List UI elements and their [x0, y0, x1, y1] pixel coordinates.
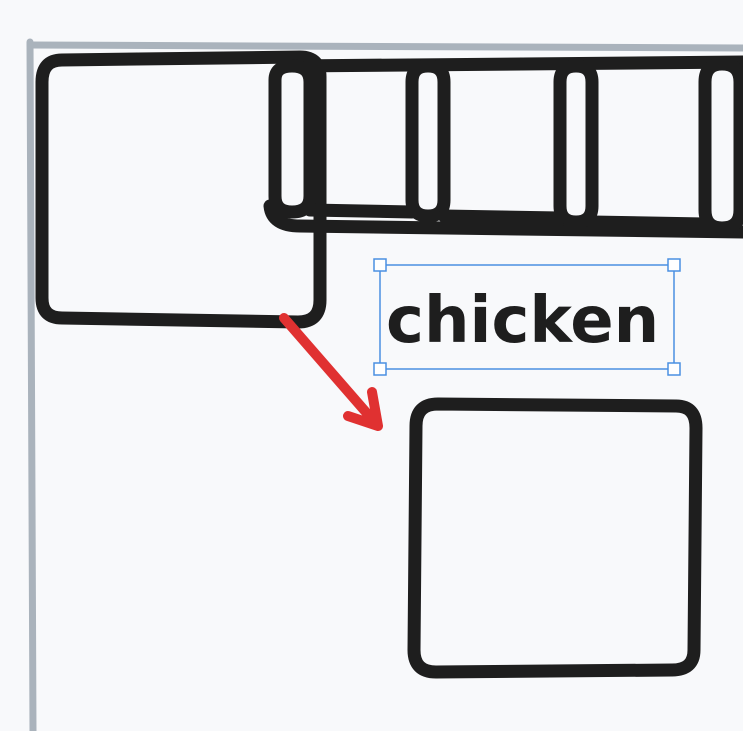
resize-handle-top-left[interactable] — [373, 258, 387, 272]
top-guide-line — [26, 41, 743, 52]
resize-handle-top-right[interactable] — [667, 258, 681, 272]
chicken-label[interactable]: chicken — [386, 284, 659, 358]
capsule-segment-2[interactable] — [405, 59, 451, 223]
selection-outline — [379, 264, 675, 370]
red-arrow[interactable] — [279, 313, 383, 431]
selection-box[interactable] — [373, 258, 681, 376]
capsule-connector — [303, 203, 712, 231]
resize-handle-bottom-right[interactable] — [667, 362, 681, 376]
capsule-segment-1[interactable] — [268, 59, 317, 219]
left-guide-line — [26, 38, 37, 731]
capsule-segment-4[interactable] — [698, 57, 743, 235]
resize-handle-bottom-left[interactable] — [373, 362, 387, 376]
capsule-segment-3[interactable] — [553, 59, 599, 229]
horizontal-bar[interactable] — [263, 55, 743, 239]
small-rounded-rectangle[interactable] — [407, 397, 703, 679]
